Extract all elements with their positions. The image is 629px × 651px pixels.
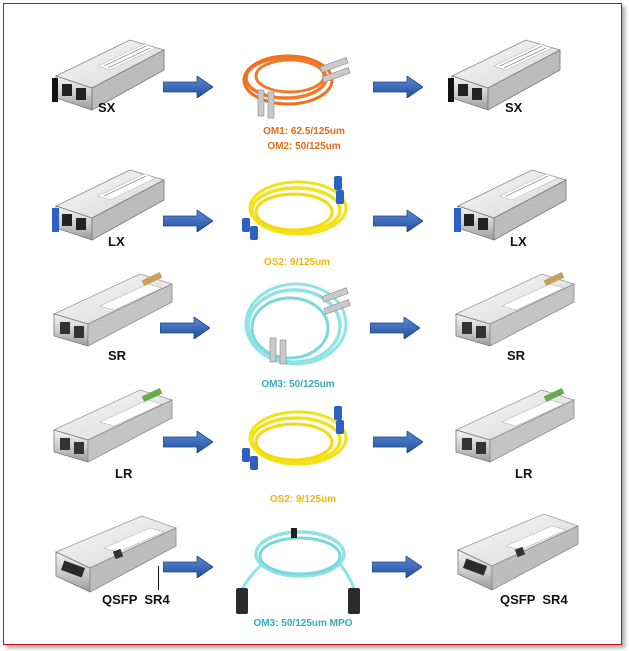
sfp-transceiver-icon	[52, 169, 166, 241]
module-label-left: LX	[108, 234, 125, 249]
cable-spec-label: OM3: 50/125um	[261, 379, 335, 390]
cable-spec-label: OM3: 50/125um MPO	[253, 618, 353, 629]
module-label-left: LR	[115, 466, 133, 481]
cable-spec-label: OS2: 9/125um	[263, 257, 331, 268]
aqua-mpo-cable-icon	[236, 528, 360, 614]
sfp-plus-transceiver-icon	[52, 272, 174, 347]
right-arrow-icon	[370, 317, 420, 339]
right-arrow-icon	[373, 210, 423, 232]
cable-spec-label: OM1: 62.5/125um	[263, 126, 345, 137]
sfp-plus-transceiver-icon	[52, 388, 174, 463]
orange-duplex-cable-icon	[242, 54, 351, 119]
right-arrow-icon	[163, 210, 213, 232]
module-label-right: LR	[515, 466, 533, 481]
right-arrow-icon	[160, 317, 210, 339]
sfp-transceiver-icon	[52, 39, 166, 111]
right-arrow-icon	[163, 556, 213, 578]
right-arrow-icon	[373, 76, 423, 98]
sfp-plus-transceiver-icon	[454, 272, 576, 347]
divider-line	[158, 566, 159, 590]
module-label-right: SR	[507, 348, 526, 363]
module-label-right: SX	[505, 100, 523, 115]
sfp-transceiver-icon	[448, 39, 562, 111]
module-label-right: LX	[510, 234, 527, 249]
right-arrow-icon	[163, 76, 213, 98]
right-arrow-icon	[372, 556, 422, 578]
aqua-duplex-cable-icon	[244, 282, 351, 366]
module-label-left: SX	[98, 100, 116, 115]
right-arrow-icon	[163, 431, 213, 453]
cable-spec-label: OM2: 50/125um	[267, 141, 341, 152]
right-arrow-icon	[373, 431, 423, 453]
sfp-transceiver-icon	[454, 169, 568, 241]
module-label-left: SR	[108, 348, 127, 363]
cable-spec-label: OS2: 9/125um	[269, 494, 337, 505]
qsfp-transceiver-icon	[457, 513, 580, 591]
sfp-plus-transceiver-icon	[454, 388, 576, 463]
yellow-duplex-cable-icon	[242, 176, 348, 240]
yellow-duplex-cable-icon	[242, 406, 348, 470]
module-label-left: QSFP SR4	[102, 592, 170, 607]
qsfp-transceiver-icon	[55, 515, 178, 593]
module-label-right: QSFP SR4	[500, 592, 568, 607]
